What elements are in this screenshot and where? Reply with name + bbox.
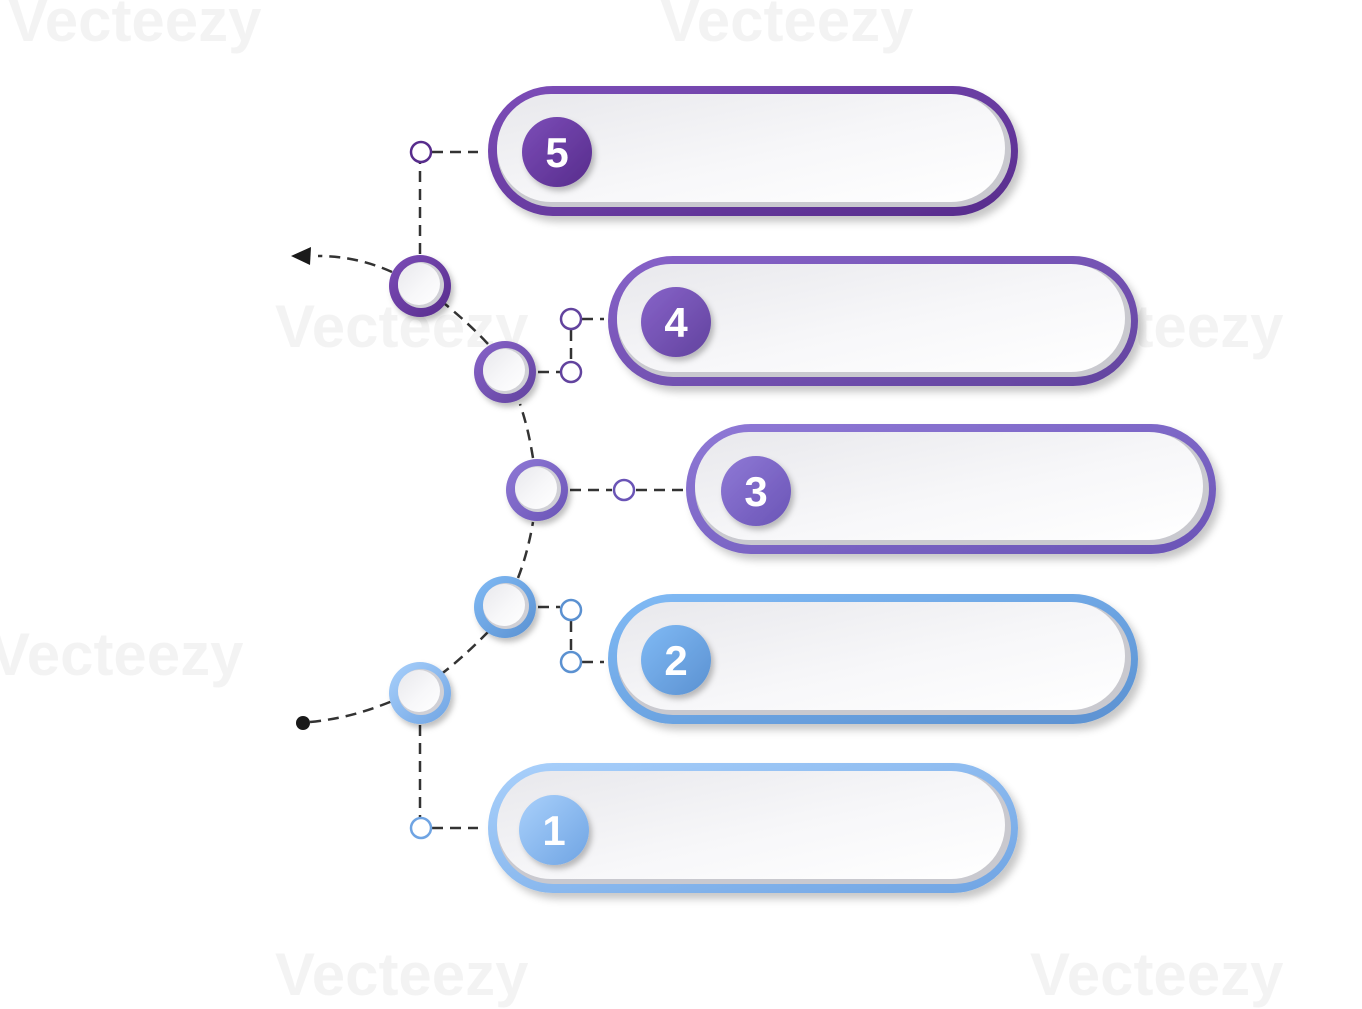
step-card-2: 2: [608, 594, 1138, 724]
node-center: [515, 467, 557, 509]
connector-dots: [409, 140, 636, 840]
connector-dot: [612, 478, 636, 502]
card-body: [497, 771, 1005, 879]
connector-dot: [559, 360, 583, 384]
step-badge: [519, 795, 589, 865]
step-badge: [641, 287, 711, 357]
timeline-node-1: [389, 662, 451, 724]
card-body: [617, 264, 1125, 372]
connector-dot: [559, 598, 583, 622]
timeline-node-3: [506, 459, 568, 521]
timeline-node-2: [474, 576, 536, 638]
step-diagram: 1 2 3 4 5: [291, 86, 1216, 893]
connector-line-1: [418, 725, 478, 830]
step-number: 1: [542, 807, 565, 854]
connector-dot: [559, 307, 583, 331]
step-card-5: 5: [488, 86, 1018, 216]
arrow-icon: [291, 247, 311, 265]
step-number: 3: [744, 468, 767, 515]
connector-dot: [559, 650, 583, 674]
card-body: [497, 94, 1005, 202]
step-number: 2: [664, 637, 687, 684]
connector-line-5: [418, 150, 478, 254]
timeline-nodes: [389, 255, 568, 724]
connector-line-2: [538, 605, 604, 664]
connector-dot: [409, 140, 433, 164]
step-card-1: 1: [488, 763, 1018, 893]
timeline-node-5: [389, 255, 451, 317]
step-cards: 1 2 3 4 5: [488, 86, 1216, 893]
step-card-4: 4: [608, 256, 1138, 386]
step-number: 4: [664, 299, 688, 346]
connector-lines: [309, 150, 684, 830]
main-dashed-arc: [309, 254, 535, 724]
card-body: [695, 432, 1203, 540]
node-center: [483, 349, 525, 391]
node-center: [483, 584, 525, 626]
connector-line-4: [538, 317, 604, 374]
step-card-3: 3: [686, 424, 1216, 554]
node-center: [398, 263, 440, 305]
step-number: 5: [545, 129, 568, 176]
step-badge: [721, 456, 791, 526]
step-badge: [522, 117, 592, 187]
infographic-stage: Vecteezy Vecteezy Vecteezy Vecteezy Vect…: [0, 0, 1284, 1008]
connector-dot: [409, 816, 433, 840]
timeline-node-4: [474, 341, 536, 403]
step-badge: [641, 625, 711, 695]
node-center: [398, 670, 440, 712]
card-body: [617, 602, 1125, 710]
start-dot: [296, 716, 310, 730]
